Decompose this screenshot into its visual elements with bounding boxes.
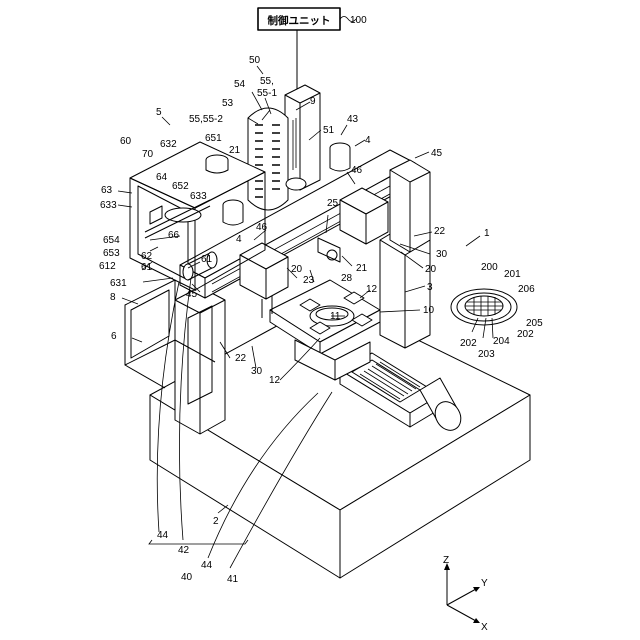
ref-6: 6: [111, 331, 117, 342]
ref-22b: 22: [235, 353, 247, 364]
ref-204: 204: [493, 336, 510, 347]
x-axis: [447, 605, 476, 621]
ref-5: 5: [156, 107, 162, 118]
ref-4b: 4: [236, 234, 242, 245]
ref-40: 40: [181, 572, 193, 583]
ref-70: 70: [142, 149, 154, 160]
ref-2: 2: [213, 516, 219, 527]
ref-205: 205: [526, 318, 543, 329]
ref-11: 11: [330, 311, 341, 322]
ref-54: 54: [234, 79, 246, 90]
ref-8: 8: [110, 292, 116, 303]
block-70: [150, 206, 162, 224]
ref-3: 3: [427, 282, 433, 293]
y-axis-label: Y: [481, 578, 488, 589]
ref-62: 62: [141, 251, 153, 262]
ref-25: 25: [327, 198, 339, 209]
ref-51: 51: [323, 125, 335, 136]
x-axis-label: X: [481, 622, 488, 633]
ref-202b: 202: [517, 329, 534, 340]
ref-43: 43: [347, 114, 359, 125]
unit-51: [286, 178, 306, 190]
ref-22a: 22: [434, 226, 446, 237]
ref-202a: 202: [460, 338, 477, 349]
control-unit-label: 制御ユニット: [268, 14, 331, 27]
motor-652: [223, 205, 243, 225]
frame-6: [125, 280, 175, 365]
ref-9: 9: [310, 96, 316, 107]
ref-64: 64: [156, 172, 168, 183]
ref-61a: 61: [141, 262, 153, 273]
ref-10: 10: [423, 305, 435, 316]
wafer-unit-200: [451, 289, 517, 338]
ref-46b: 46: [256, 222, 268, 233]
ref-45b: 45: [186, 289, 198, 300]
ref-631: 631: [110, 278, 127, 289]
ref-42: 42: [178, 545, 190, 556]
ref-632: 632: [160, 139, 177, 150]
ref-55-1: 55-1: [257, 88, 277, 99]
ref-12a: 12: [366, 284, 378, 295]
ref-654: 654: [103, 235, 120, 246]
ref-30b: 30: [251, 366, 263, 377]
ref-46a: 46: [351, 165, 363, 176]
ref-20b: 20: [425, 264, 437, 275]
ref-12b: 12: [269, 375, 281, 386]
z-axis-label: Z: [443, 555, 449, 566]
ref-63: 63: [101, 185, 113, 196]
right-gantry: [390, 160, 430, 252]
ref-633b: 633: [100, 200, 117, 211]
ref-44b: 44: [201, 560, 213, 571]
ref-651: 651: [205, 133, 222, 144]
ref-612: 612: [99, 261, 116, 272]
ref-53: 53: [222, 98, 234, 109]
ref-21a: 21: [229, 145, 241, 156]
ref-200: 200: [481, 262, 498, 273]
ref-61b: 61: [201, 254, 213, 265]
ref-206: 206: [518, 284, 535, 295]
ref-55-2: 55,55-2: [189, 114, 223, 125]
ref-50: 50: [249, 55, 261, 66]
ref-66: 66: [168, 230, 180, 241]
ref-55: 55,: [260, 76, 274, 87]
ref-203: 203: [478, 349, 495, 360]
ref-21b: 21: [356, 263, 368, 274]
cable-chain: [248, 108, 288, 210]
control-unit-ref: 100: [350, 15, 367, 26]
ref-45a: 45: [431, 148, 443, 159]
ref-1: 1: [484, 228, 490, 239]
ref-4a: 4: [365, 135, 371, 146]
y-axis: [447, 589, 476, 605]
ref-652: 652: [172, 181, 189, 192]
cylinder-43: [330, 148, 350, 171]
ref-653: 653: [103, 248, 120, 259]
ref-28: 28: [341, 273, 353, 284]
ref-23: 23: [303, 275, 315, 286]
ref-20a: 20: [291, 264, 303, 275]
ref-44a: 44: [157, 530, 169, 541]
ref-60: 60: [120, 136, 132, 147]
ref-41: 41: [227, 574, 239, 585]
ref-30a: 30: [436, 249, 448, 260]
control-unit: 制御ユニット 100: [258, 8, 367, 92]
ref-201: 201: [504, 269, 521, 280]
ref-633a: 633: [190, 191, 207, 202]
axes-indicator: Z Y X: [443, 555, 488, 633]
nozzle-651: [206, 160, 228, 173]
